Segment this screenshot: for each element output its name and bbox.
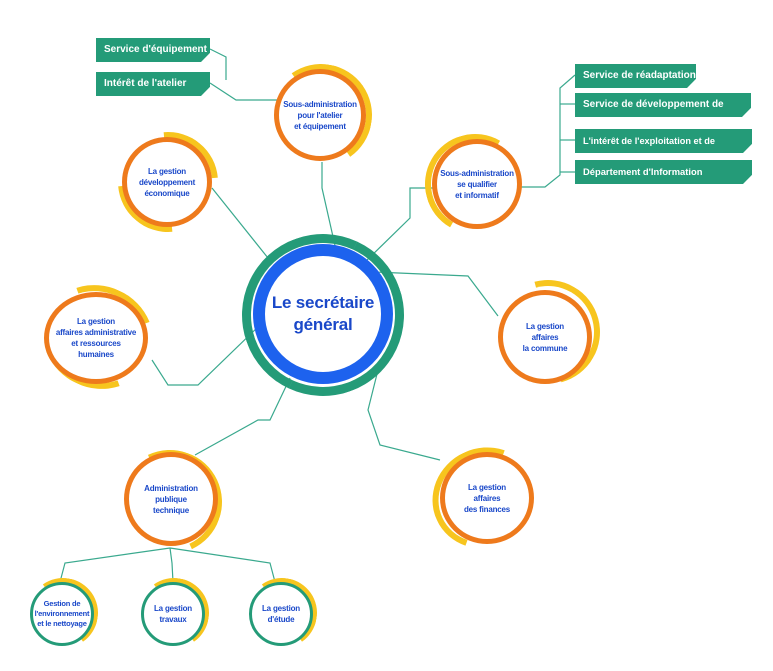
line-affaires-admin	[151, 324, 261, 386]
node-administration-publique-technique: Administration publique technique	[124, 452, 218, 546]
line-tag-equipement	[209, 48, 227, 80]
tag-service-systeme: Service de développement de système	[575, 93, 751, 117]
line-tech-travaux	[169, 547, 174, 583]
line-tags-right	[520, 74, 576, 188]
node-gestion-developpement-economique: La gestion développement économique	[122, 137, 212, 227]
node-label: Sous-administration pour l'atelier et éq…	[283, 99, 357, 131]
line-tech-etude	[169, 547, 276, 583]
node-gestion-affaires-finances: La gestion affaires des finances	[440, 452, 534, 544]
node-label: Administration publique technique	[144, 483, 198, 515]
line-tech-env	[59, 547, 171, 583]
node-sous-administration-atelier: Sous-administration pour l'atelier et éq…	[274, 69, 366, 161]
node-gestion-affaires-administrative: La gestion affaires administrative et re…	[44, 292, 148, 384]
tag-departement-geographique: Département d'Information Géographique	[575, 160, 752, 184]
center-node: Le secrétaire général	[253, 244, 393, 384]
line-atelier	[321, 162, 337, 251]
line-qualifier	[364, 187, 440, 263]
node-label: Gestion de l'environnement et le nettoya…	[34, 599, 90, 628]
node-label: La gestion développement économique	[138, 166, 196, 198]
tag-interet-exploitation: L'intérêt de l'exploitation et de l'enga…	[575, 129, 752, 153]
line-technique	[194, 377, 291, 456]
line-tag-atelier	[209, 82, 278, 101]
center-label: Le secrétaire général	[271, 293, 375, 334]
node-gestion-environnement: Gestion de l'environnement et le nettoya…	[30, 582, 94, 646]
node-label: La gestion affaires la commune	[522, 321, 568, 353]
line-economique	[211, 187, 269, 259]
node-label: La gestion affaires des finances	[463, 482, 511, 514]
node-gestion-affaires-commune: La gestion affaires la commune	[498, 290, 592, 384]
line-commune	[374, 271, 499, 317]
node-sous-administration-qualifier: Sous-administration se qualifier et info…	[432, 139, 522, 229]
tag-interet-atelier: Intérêt de l'atelier	[96, 72, 210, 96]
tag-service-equipement: Service d'équipement	[96, 38, 210, 62]
line-finances	[367, 369, 441, 461]
node-gestion-etude: La gestion d'étude	[249, 582, 313, 646]
node-label: La gestion d'étude	[261, 604, 300, 624]
node-gestion-travaux: La gestion travaux	[141, 582, 205, 646]
node-label: La gestion affaires administrative et re…	[55, 317, 137, 359]
node-label: Sous-administration se qualifier et info…	[440, 168, 514, 200]
tag-service-readaptation: Service de réadaptation	[575, 64, 696, 88]
node-label: La gestion travaux	[153, 604, 192, 624]
